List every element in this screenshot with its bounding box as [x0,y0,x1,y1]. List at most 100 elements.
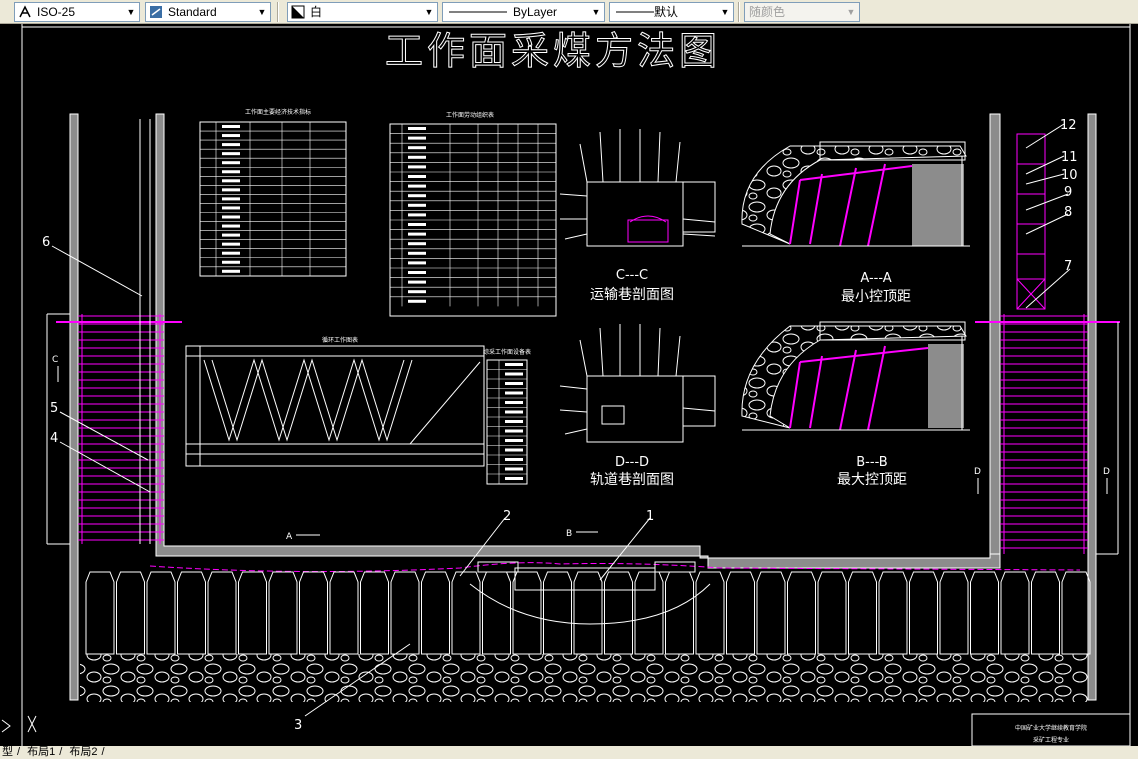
table-cell-text [222,197,240,201]
plot-style-combo[interactable]: 随颜色 ▼ [744,2,860,22]
callout-10: 10 [1061,168,1078,183]
hydraulic-shield-row [85,571,1091,655]
color-value: 白 [310,5,323,19]
chevron-down-icon[interactable]: ▼ [424,7,434,17]
marker-b: B [566,529,572,539]
section-dd-label: D---D [615,455,649,470]
callout-9: 9 [1064,185,1072,200]
dim-style-icon [150,6,162,18]
table-cell-text [408,232,426,236]
shield-support [970,571,999,655]
table-cell-text [408,194,426,198]
shield-support [299,571,328,655]
table-cell-text [505,382,523,385]
table-cell-text [408,251,426,255]
cycle-operation-chart: 循环工作图表 [185,336,485,467]
shield-support [665,571,694,655]
table-cell-text [222,215,240,219]
shield-support [543,571,572,655]
shield-support [1031,571,1060,655]
marker-d-left: D [974,467,981,477]
chevron-down-icon[interactable]: ▼ [720,7,730,17]
table-cell-text [222,242,240,246]
callout-2: 2 [503,509,511,524]
table-cell-text [505,420,523,423]
shield-support [1000,571,1030,655]
table-cell-text [222,143,240,147]
tab-layout2[interactable]: 布局2 [69,746,98,758]
table-cell-text [222,134,240,138]
section-aa-name: 最小控顶距 [841,289,911,305]
table-cell-text [505,458,523,461]
callout-leaders: 1 2 3 4 5 6 7 8 9 10 11 12 [42,118,1078,733]
marker-c: C [52,355,58,365]
table-cell-text [408,271,426,274]
table-cell-text [408,155,426,159]
table-cell-text [408,223,426,226]
text-style-icon [19,5,31,18]
layout-tabs: 型/ 布局1/ 布局2/ [0,746,1138,759]
callout-4: 4 [50,431,58,446]
shield-support [1061,571,1091,655]
table2-title: 工作面劳动组织表 [446,111,494,119]
equipment-table: 综采工作面设备表 [483,348,531,485]
section-bb-drawing: B---B 最大控顶距 [741,321,970,488]
section-markers: A B C D D [52,355,1110,542]
section-aa-drawing: A---A 最小控顶距 [741,141,970,305]
section-cc-name: 运输巷剖面图 [590,287,674,303]
callout-1: 1 [646,509,654,524]
lineweight-combo[interactable]: 默认 ▼ [609,2,734,22]
chevron-down-icon[interactable]: ▼ [591,7,601,17]
sheet-frame [21,24,1131,746]
marker-d-right: D [1103,467,1110,477]
tab-separator: / [101,746,105,758]
table-cell-text [222,206,240,210]
table-cell-text [505,477,523,480]
plot-style-value: 随颜色 [749,5,786,19]
section-cc-label: C---C [616,268,648,283]
marker-a: A [286,532,293,542]
table-cell-text [408,299,426,303]
table-cell-text [222,233,240,237]
shield-support [878,571,908,655]
shield-support [787,571,816,655]
table-cell-text [222,251,240,255]
table-cell-text [222,179,240,183]
section-dd-drawing: D---D 轨道巷剖面图 [559,324,716,488]
table-cell-text [408,290,426,294]
lineweight-preview-icon [616,11,654,13]
drawing-canvas[interactable]: 工作面采煤方法图 [0,24,1138,746]
chevron-down-icon[interactable]: ▼ [846,7,856,17]
table-cell-text [408,213,426,217]
ucs-icon [1,715,37,733]
table-cell-text [408,261,426,265]
table-cell-text [505,391,523,395]
tab-model[interactable]: 型 [2,746,13,758]
chevron-down-icon[interactable]: ▼ [257,7,267,17]
tab-layout1[interactable]: 布局1 [27,746,56,758]
table-cell-text [505,429,523,433]
dim-style-combo[interactable]: Standard ▼ [145,2,271,22]
table-cell-text [505,448,523,452]
color-swatch-icon [291,5,305,19]
table-cell-text [222,170,240,174]
gob-rock-layer [80,654,1088,702]
title-block-line2: 采矿工程专业 [1033,736,1069,744]
text-style-combo[interactable]: ISO-25 ▼ [14,2,140,22]
shield-support [604,571,633,655]
chevron-down-icon[interactable]: ▼ [126,7,136,17]
table-cell-text [222,152,240,156]
shield-support [238,571,267,655]
labor-organization-table: 工作面劳动组织表 [389,111,557,317]
face-equipment [149,561,1081,625]
drawing-title: 工作面采煤方法图 [385,29,721,73]
shield-support [390,571,420,655]
color-combo[interactable]: 白 ▼ [287,2,438,22]
table-cell-text [408,242,426,246]
linetype-combo[interactable]: ByLayer ▼ [442,2,605,22]
table-cell-text [408,136,426,140]
title-block: 中国矿业大学继续教育学院 采矿工程专业 [971,713,1131,746]
shield-support [329,571,359,655]
table-cell-text [222,260,240,264]
callout-6: 6 [42,235,50,250]
